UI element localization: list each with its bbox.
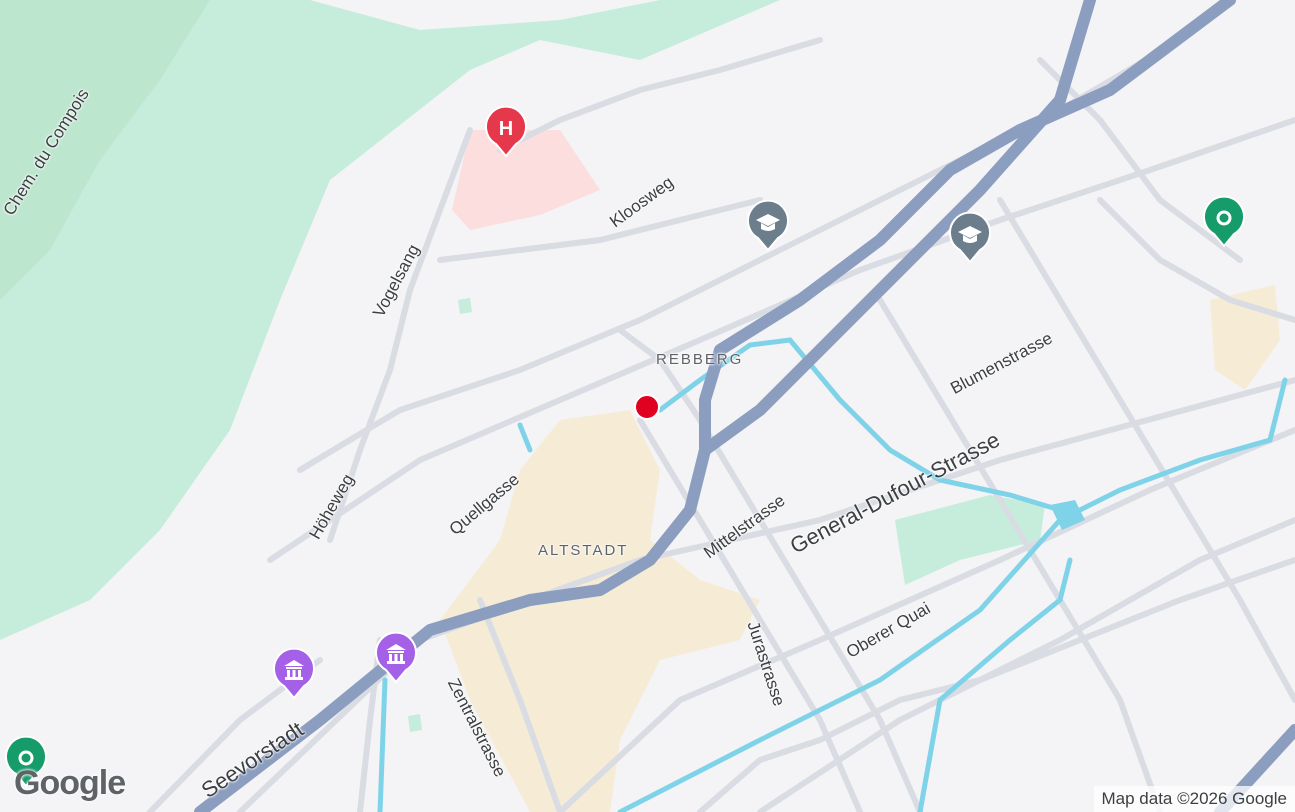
park-pin-icon[interactable]: [1202, 196, 1246, 248]
park-area-small: [458, 298, 472, 314]
forest-area: [0, 0, 780, 640]
hospital-grounds: [452, 130, 600, 230]
forest-area-dark: [0, 0, 210, 300]
park-pin-icon-2[interactable]: [4, 736, 48, 788]
neighborhood-label-altstadt: ALTSTADT: [538, 542, 629, 559]
hospital-icon[interactable]: H: [484, 106, 528, 158]
graduation-cap-icon-2[interactable]: [948, 212, 992, 264]
water-basin: [1050, 500, 1085, 530]
map-attribution[interactable]: Map data ©2026 Google: [1093, 786, 1295, 812]
graduation-cap-icon[interactable]: [746, 200, 790, 252]
google-logo[interactable]: Google: [14, 764, 126, 802]
museum-icon[interactable]: [272, 648, 316, 700]
old-town-area: [440, 410, 760, 812]
hospital-icon-label: H: [499, 118, 513, 140]
red-dot-marker[interactable]: [632, 392, 662, 422]
park-area-small-2: [408, 714, 422, 732]
minor-roads: [147, 37, 1295, 812]
museum-icon-2[interactable]: [374, 632, 418, 684]
neighborhood-label-rebberg: REBBERG: [656, 351, 744, 368]
